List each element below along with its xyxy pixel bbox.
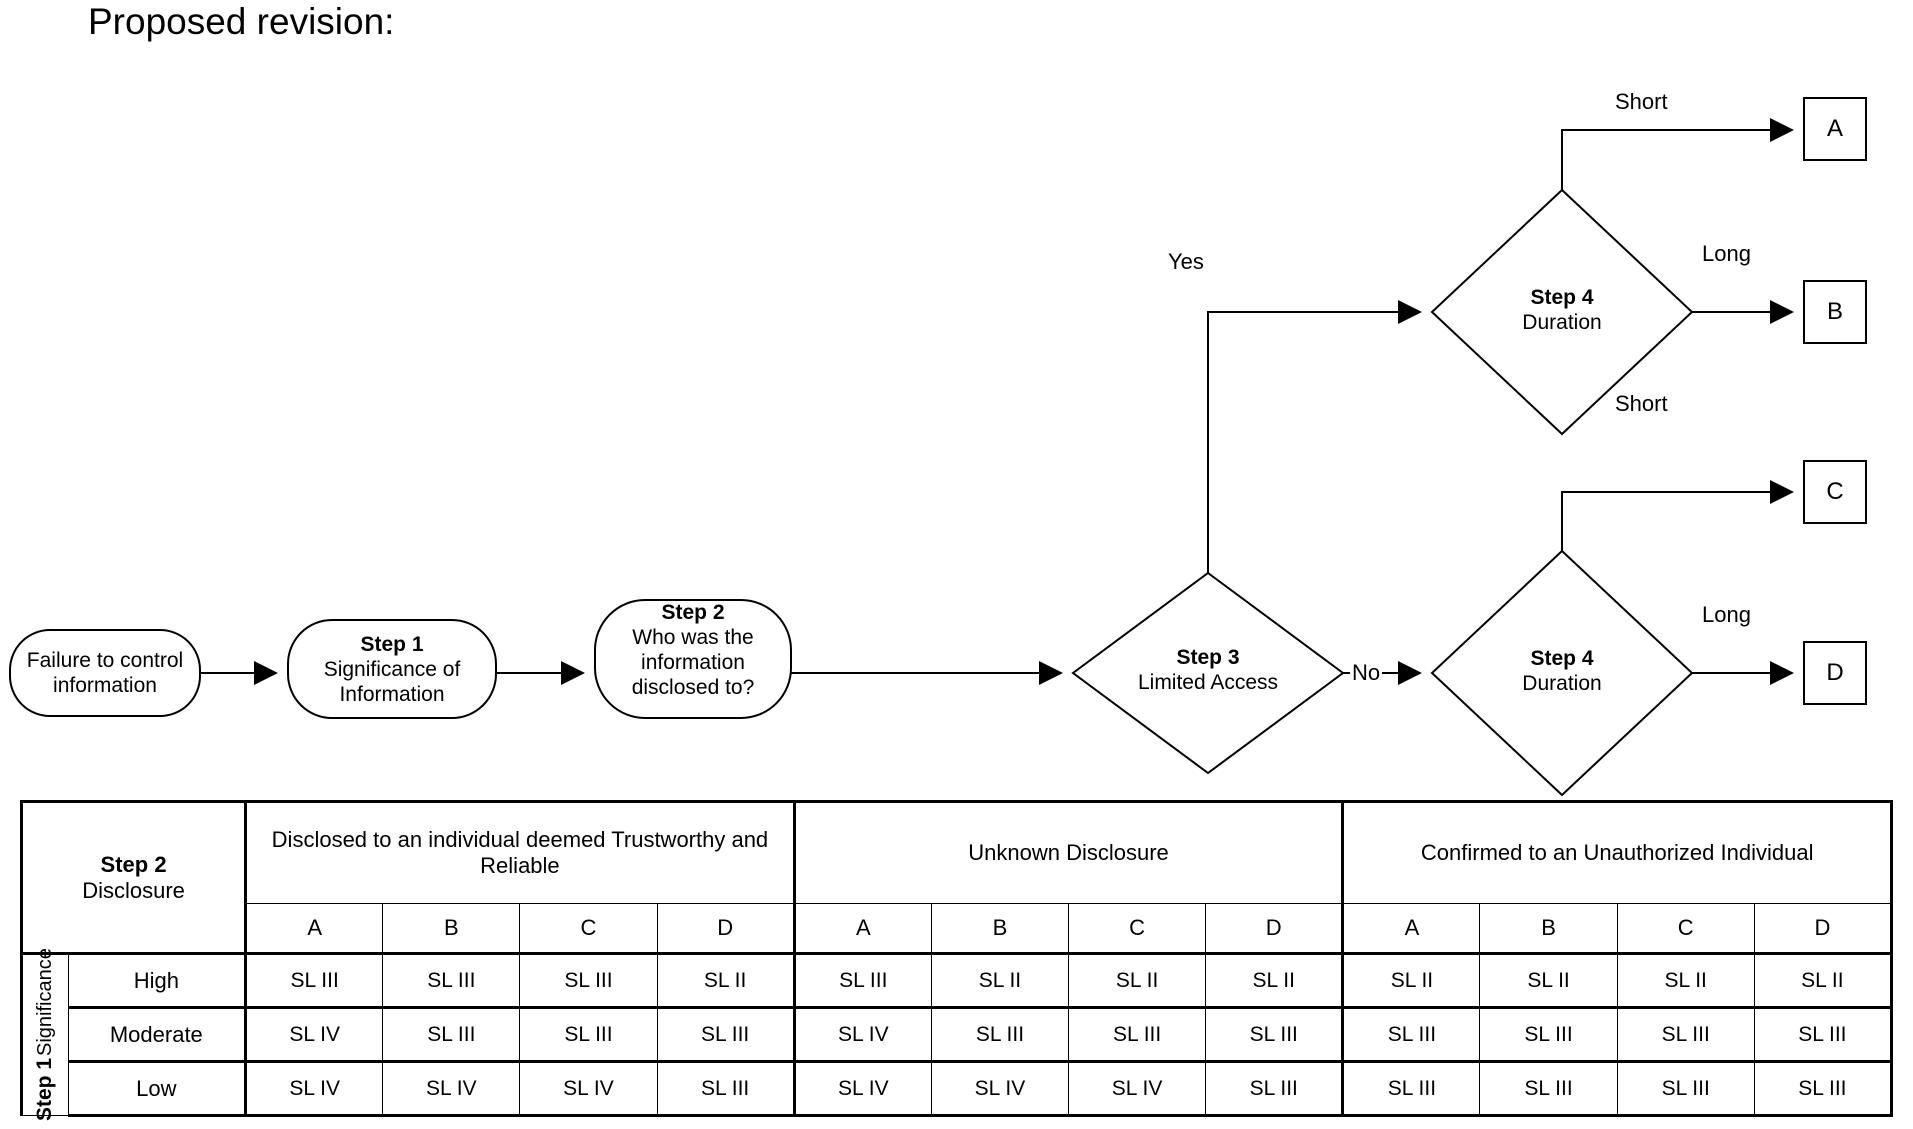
table-row: Step 1 Significance High SL III SL III S… — [20, 949, 1894, 1121]
matrix-cell-2-4: SL IV — [793, 1061, 932, 1117]
matrix-cell-1-0: SL IV — [245, 1007, 384, 1063]
matrix-cell-1-6: SL III — [1068, 1007, 1207, 1063]
matrix-row-axis-title: Step 1 — [33, 1058, 57, 1122]
edge-label-long-lower: Long — [1700, 602, 1753, 627]
edge-step4-lower-short — [1561, 480, 1794, 551]
matrix-cell-0-10: SL II — [1616, 953, 1755, 1009]
matrix-cell-2-11: SL III — [1753, 1061, 1894, 1117]
matrix-cell-2-5: SL IV — [930, 1061, 1070, 1117]
matrix-row-axis-header: Step 1 Significance — [20, 949, 69, 1121]
matrix-subcol-0: A — [245, 903, 384, 955]
matrix-group-header-1: Unknown Disclosure — [793, 800, 1345, 904]
node-step4-lower-shape — [1430, 549, 1694, 797]
matrix-group-header-0: Disclosed to an individual deemed Trustw… — [245, 800, 796, 904]
matrix-subcol-10: C — [1616, 903, 1755, 955]
node-step2-shape — [594, 599, 792, 719]
matrix-cell-0-1: SL III — [382, 953, 521, 1009]
edge-label-short-lower: Short — [1613, 391, 1670, 416]
matrix-subcol-1: B — [382, 903, 521, 955]
matrix-cell-1-7: SL III — [1205, 1007, 1345, 1063]
matrix-cell-2-6: SL IV — [1068, 1061, 1207, 1117]
matrix-cell-1-9: SL III — [1479, 1007, 1618, 1063]
matrix-cell-1-10: SL III — [1616, 1007, 1755, 1063]
matrix-cell-0-11: SL II — [1753, 953, 1894, 1009]
terminal-b-label[interactable]: B — [1826, 298, 1843, 325]
matrix-cell-1-3: SL III — [656, 1007, 796, 1063]
matrix-cell-0-8: SL II — [1342, 953, 1481, 1009]
matrix-cell-0-6: SL II — [1068, 953, 1207, 1009]
matrix-cell-2-0: SL IV — [245, 1061, 384, 1117]
matrix-row-label-1: Moderate — [67, 1007, 248, 1063]
significance-disclosure-matrix: Step 2 Disclosure Disclosed to an indivi… — [19, 800, 1894, 1121]
matrix-cell-0-0: SL III — [245, 953, 384, 1009]
edge-step4-upper-short — [1561, 118, 1794, 190]
matrix-subcol-6: C — [1068, 903, 1207, 955]
matrix-cell-2-8: SL III — [1342, 1061, 1481, 1117]
matrix-corner-cell: Step 2 Disclosure — [19, 800, 248, 955]
terminal-c-label[interactable]: C — [1826, 478, 1844, 505]
matrix-cell-1-5: SL III — [930, 1007, 1070, 1063]
matrix-cell-0-9: SL II — [1479, 953, 1618, 1009]
matrix-cell-2-7: SL III — [1205, 1061, 1345, 1117]
matrix-cell-2-3: SL III — [656, 1061, 796, 1117]
matrix-subcol-3: D — [656, 903, 796, 955]
matrix-subcol-8: A — [1342, 903, 1481, 955]
matrix-cell-2-9: SL III — [1479, 1061, 1618, 1117]
matrix-cell-1-8: SL III — [1342, 1007, 1481, 1063]
edge-label-short-upper: Short — [1613, 89, 1670, 114]
matrix-row-axis-subtitle: Significance — [34, 948, 57, 1057]
node-step4-upper-shape — [1430, 188, 1694, 436]
flowchart-canvas — [9, 97, 1867, 797]
terminal-d-box — [1803, 641, 1867, 705]
matrix-corner-title: Step 2 — [100, 851, 167, 877]
table-row: Low SL IV SL IV SL IV SL III SL IV SL IV… — [22, 1061, 1894, 1117]
matrix-cell-1-4: SL IV — [793, 1007, 932, 1063]
matrix-group-header-2: Confirmed to an Unauthorized Individual — [1342, 800, 1893, 904]
edge-label-long-upper: Long — [1700, 241, 1753, 266]
matrix-row-label-0: High — [67, 953, 248, 1009]
edge-label-yes: Yes — [1166, 249, 1206, 274]
matrix-cell-0-3: SL II — [656, 953, 796, 1009]
matrix-cell-2-2: SL IV — [519, 1061, 658, 1117]
terminal-a-label[interactable]: A — [1826, 115, 1843, 142]
matrix-cell-1-2: SL III — [519, 1007, 658, 1063]
edge-label-no: No — [1350, 660, 1383, 685]
node-step3-shape — [1071, 571, 1345, 775]
matrix-cell-1-11: SL III — [1753, 1007, 1894, 1063]
matrix-subcolumn-header-row: A B C D A B C D A B C D — [22, 903, 1894, 955]
terminal-a-box — [1803, 97, 1867, 161]
node-start-shape — [9, 629, 201, 717]
matrix-row-label-2: Low — [67, 1061, 248, 1117]
edge-step3-yes — [1207, 300, 1422, 573]
matrix-subcol-9: B — [1479, 903, 1618, 955]
page-title: Proposed revision: — [88, 1, 395, 42]
matrix-cell-2-10: SL III — [1616, 1061, 1755, 1117]
node-step1-shape — [287, 619, 497, 719]
matrix-cell-0-5: SL II — [930, 953, 1070, 1009]
matrix-subcol-7: D — [1205, 903, 1345, 955]
matrix-subcol-2: C — [519, 903, 658, 955]
matrix-group-header-row: Step 2 Disclosure Disclosed to an indivi… — [19, 800, 1893, 955]
matrix-subcol-4: A — [793, 903, 932, 955]
matrix-cell-1-1: SL III — [382, 1007, 521, 1063]
table-row: Moderate SL IV SL III SL III SL III SL I… — [22, 1007, 1894, 1063]
terminal-d-label[interactable]: D — [1826, 659, 1844, 686]
matrix-subcol-11: D — [1753, 903, 1894, 955]
matrix-cell-0-2: SL III — [519, 953, 658, 1009]
matrix-cell-2-1: SL IV — [382, 1061, 521, 1117]
terminal-b-box — [1803, 280, 1867, 344]
terminal-c-box — [1803, 460, 1867, 524]
matrix-subcol-5: B — [930, 903, 1070, 955]
matrix-cell-0-4: SL III — [793, 953, 932, 1009]
matrix-corner-subtitle: Disclosure — [82, 877, 185, 903]
matrix-cell-0-7: SL II — [1205, 953, 1345, 1009]
